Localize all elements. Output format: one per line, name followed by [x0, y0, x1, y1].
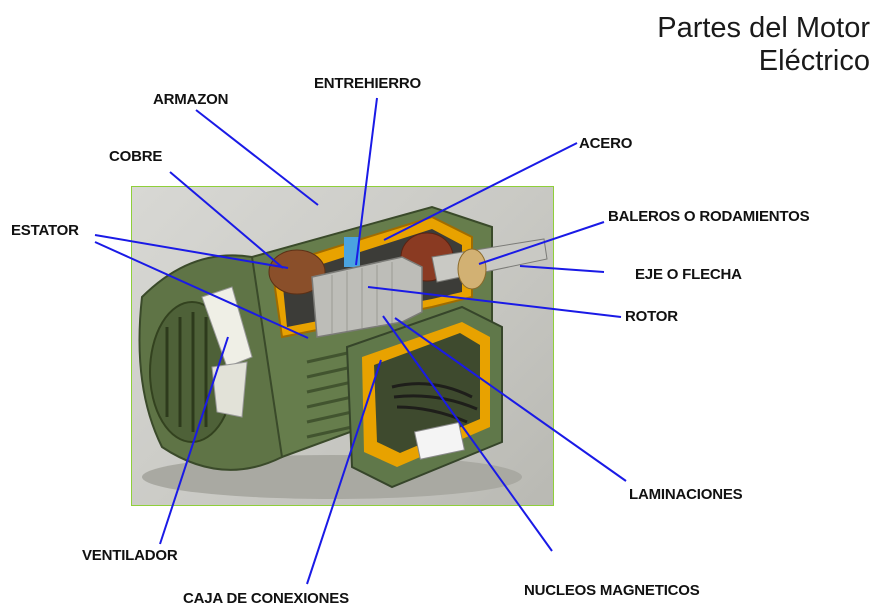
leader-baleros: [478, 221, 605, 265]
terminal-box-interior: [374, 333, 480, 453]
leader-rotor: [367, 286, 622, 318]
nameplate: [413, 421, 466, 460]
leader-acero: [383, 142, 578, 241]
leader-armazon: [195, 109, 319, 206]
label-nucleos-magneticos: NUCLEOS MAGNETICOS: [524, 582, 700, 599]
leader-entrehierro: [355, 97, 378, 266]
leader-ventilador: [159, 336, 229, 545]
label-rotor: ROTOR: [625, 308, 678, 325]
cooling-fins: [306, 350, 353, 439]
motor-cutaway-illustration: [131, 186, 554, 506]
leader-nucleos: [382, 315, 553, 552]
motor-drawing: [138, 205, 548, 499]
label-baleros: BALEROS O RODAMIENTOS: [608, 208, 810, 225]
label-entrehierro: ENTREHIERRO: [314, 75, 421, 92]
fan-blade: [201, 286, 253, 368]
label-laminaciones: LAMINACIONES: [629, 486, 743, 503]
grille-slots: [165, 312, 208, 432]
label-estator: ESTATOR: [11, 222, 79, 239]
label-acero: ACERO: [579, 135, 633, 152]
leader-cobre: [169, 171, 284, 269]
bearing: [457, 248, 487, 290]
title-line-1: Partes del Motor: [657, 12, 870, 44]
label-eje: EJE O FLECHA: [635, 266, 742, 283]
label-cobre: COBRE: [109, 148, 163, 165]
rotor-laminations: [331, 262, 393, 334]
title-line-2: Eléctrico: [758, 45, 870, 77]
leader-caja: [306, 359, 382, 585]
rotor-body: [311, 256, 423, 338]
copper-winding-left: [268, 249, 326, 295]
diagram-title: Partes del Motor Eléctrico: [657, 12, 870, 78]
leader-eje: [519, 265, 605, 273]
label-ventilador: VENTILADOR: [82, 547, 178, 564]
leader-estator-2: [94, 241, 309, 339]
label-caja-de-conexiones: CAJA DE CONEXIONES: [183, 590, 349, 607]
leader-estator-1: [94, 234, 289, 269]
leader-laminaciones: [394, 317, 627, 482]
label-armazon: ARMAZON: [153, 91, 229, 108]
fan-blade: [211, 361, 248, 418]
